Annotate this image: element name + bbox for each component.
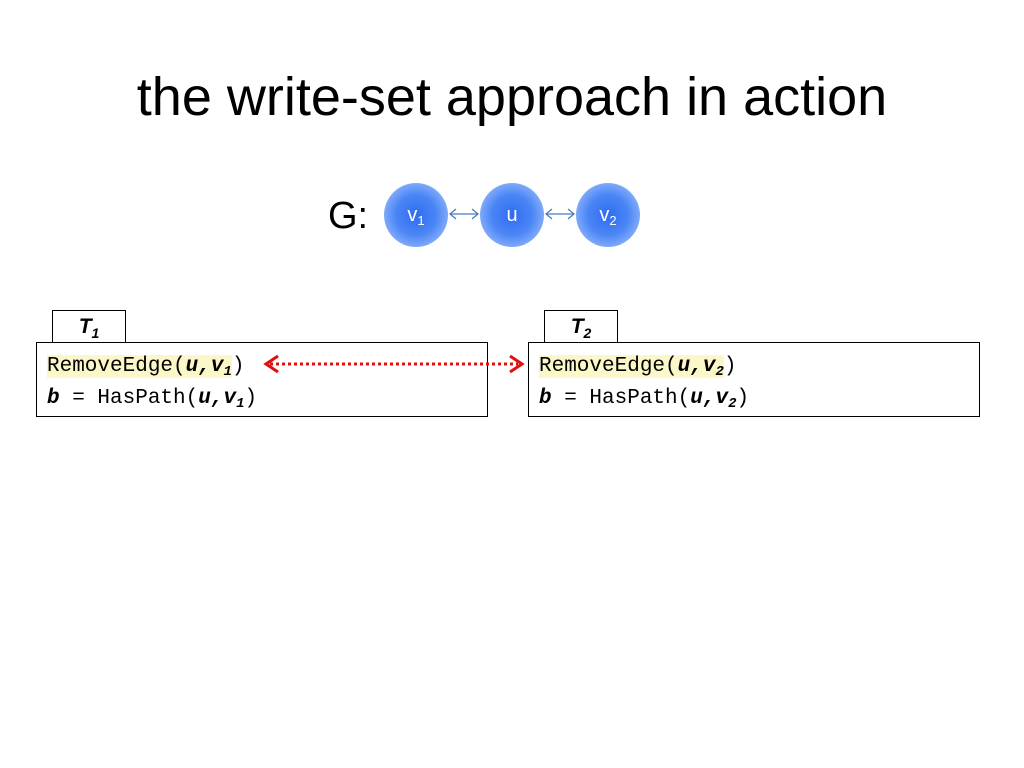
graph-node-v2: v2 <box>576 183 640 247</box>
node-v2-name: v <box>599 204 610 226</box>
t1-has-path-var: b <box>47 387 60 410</box>
t1-remove-edge-highlight: RemoveEdge(u,v1 <box>47 355 232 380</box>
conflict-arrow <box>263 354 525 374</box>
t1-has-path-arg2-name: v <box>223 387 237 410</box>
graph-edge-v1-u <box>449 208 479 220</box>
t2-remove-edge-arg2-sub: 2 <box>715 364 724 380</box>
tab-t1-subscript: 1 <box>91 325 100 341</box>
t2-has-path-arg2: v2 <box>715 387 737 412</box>
node-u-name: u <box>506 204 518 226</box>
t2-remove-edge-func: RemoveEdge( <box>539 355 678 378</box>
t2-remove-edge-arg2: v2 <box>702 355 724 380</box>
t1-has-path-arg2-sub: 1 <box>236 396 245 412</box>
slide-title: the write-set approach in action <box>136 67 888 127</box>
t1-remove-edge-arg2: v1 <box>210 355 232 380</box>
t2-remove-edge-arg2-name: v <box>702 355 716 378</box>
t2-has-path-arg1: u <box>690 387 703 410</box>
t2-line-remove-edge: RemoveEdge(u,v2) <box>539 351 979 383</box>
t2-has-path-op: = <box>551 387 590 410</box>
graph-node-v1: v1 <box>384 183 448 247</box>
t1-has-path-arg2: v1 <box>223 387 245 412</box>
t2-line-has-path: b = HasPath(u,v2) <box>539 383 979 415</box>
t2-remove-edge-arg1: u <box>677 355 691 378</box>
t2-has-path-arg2-name: v <box>715 387 729 410</box>
t1-has-path-close: ) <box>244 387 258 410</box>
node-v1-subscript: 1 <box>417 213 425 228</box>
node-v2-subscript: 2 <box>609 213 617 228</box>
t2-has-path-close: ) <box>736 387 750 410</box>
t2-remove-edge-highlight: RemoveEdge(u,v2 <box>539 355 724 380</box>
t1-remove-edge-sep: , <box>198 355 211 378</box>
graph-node-u: u <box>480 183 544 247</box>
t1-line-has-path: b = HasPath(u,v1) <box>47 383 487 415</box>
node-v1-name: v <box>407 204 418 226</box>
t1-has-path-sep: , <box>210 387 224 410</box>
transaction-tab-t1: T1 <box>52 310 126 343</box>
t2-has-path-var: b <box>539 387 552 410</box>
tab-t1-name: T <box>78 315 92 338</box>
transaction-box-t2: RemoveEdge(u,v2) b = HasPath(u,v2) <box>528 342 980 417</box>
t2-has-path-func: HasPath( <box>589 387 691 410</box>
t2-has-path-sep: , <box>702 387 716 410</box>
t1-remove-edge-arg2-name: v <box>210 355 224 378</box>
t1-has-path-arg1: u <box>198 387 211 410</box>
t1-remove-edge-close: ) <box>231 355 245 378</box>
t2-remove-edge-sep: , <box>690 355 703 378</box>
transaction-box-t1: RemoveEdge(u,v1) b = HasPath(u,v1) <box>36 342 488 417</box>
graph-label: G: <box>328 195 369 237</box>
t1-line-remove-edge: RemoveEdge(u,v1) <box>47 351 487 383</box>
t1-has-path-func: HasPath( <box>97 387 199 410</box>
graph-edge-u-v2 <box>545 208 575 220</box>
t2-remove-edge-close: ) <box>723 355 737 378</box>
tab-t2-name: T <box>570 315 584 338</box>
t1-remove-edge-arg2-sub: 1 <box>223 364 232 380</box>
tab-t2-subscript: 2 <box>583 325 592 341</box>
t1-has-path-op: = <box>59 387 98 410</box>
transaction-tab-t2: T2 <box>544 310 618 343</box>
t1-remove-edge-arg1: u <box>185 355 199 378</box>
t2-has-path-arg2-sub: 2 <box>728 396 737 412</box>
t1-remove-edge-func: RemoveEdge( <box>47 355 186 378</box>
